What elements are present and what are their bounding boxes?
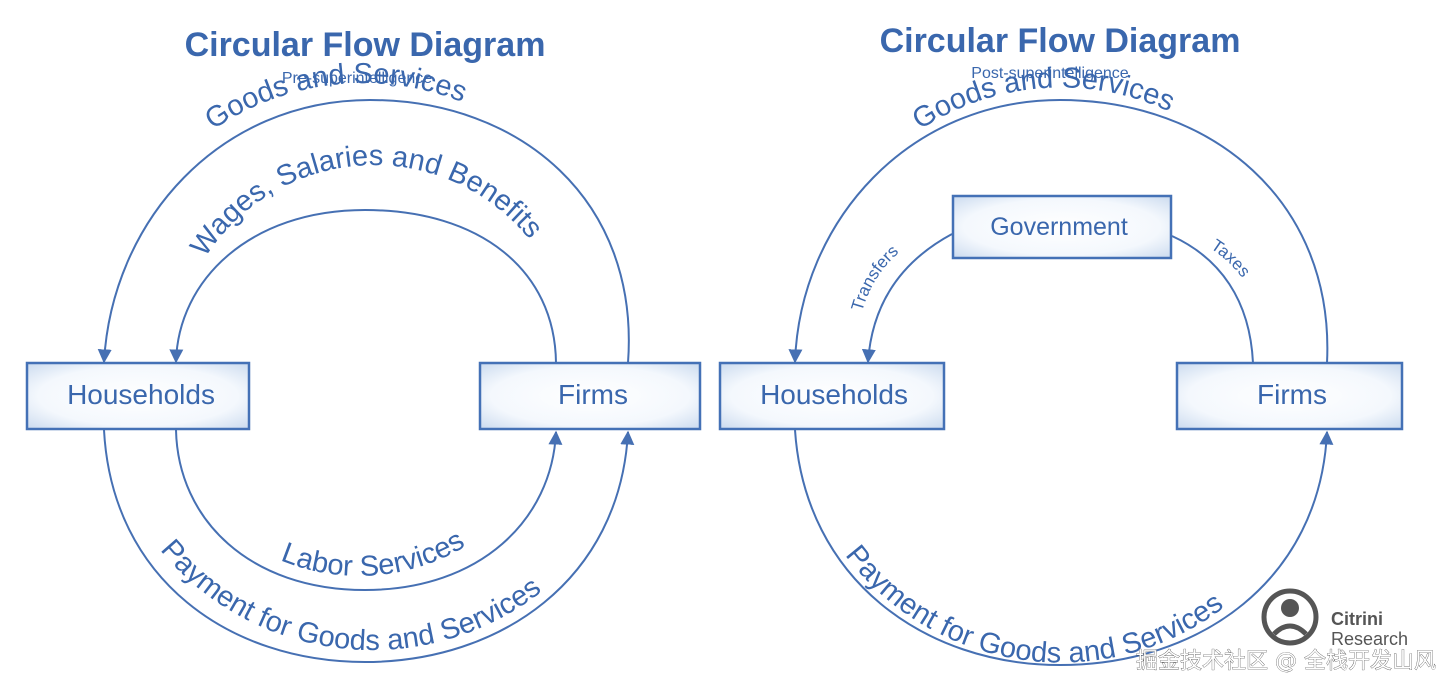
right-transfers-label: Transfers [848, 241, 902, 313]
right-taxes-arc [1171, 235, 1254, 364]
right-taxes-label: Taxes [1208, 236, 1254, 281]
right-government-box: Government [951, 194, 1173, 260]
left-labor-label: Labor Services [277, 524, 469, 583]
right-goods-services-arc [788, 98, 1329, 364]
left-wages-arc [169, 208, 557, 364]
right-firms-box: Firms [1175, 361, 1404, 431]
right-diagram: Circular Flow Diagram Post-superintellig… [718, 22, 1404, 670]
citrini-logo-icon [1261, 588, 1319, 646]
left-firms-label: Firms [558, 379, 628, 410]
right-subtitle: Post-superintelligence [971, 65, 1129, 82]
citrini-logo: Citrini Research [1261, 588, 1408, 649]
citrini-brand-line2: Research [1331, 629, 1408, 649]
left-goods-services-arc [97, 98, 630, 364]
left-diagram: Circular Flow Diagram Pre-superintellige… [25, 26, 702, 664]
right-payment-arc [794, 429, 1334, 667]
left-households-box: Households [25, 361, 251, 431]
community-watermark: 掘金技术社区 @ 全栈开发山风 [1136, 649, 1436, 674]
left-subtitle: Pre-superintelligence [282, 70, 432, 87]
right-households-label: Households [760, 379, 908, 410]
right-households-box: Households [718, 361, 946, 431]
left-title: Circular Flow Diagram [185, 26, 546, 64]
right-transfers-arc [861, 233, 953, 364]
left-households-label: Households [67, 379, 215, 410]
citrini-brand-line1: Citrini [1331, 609, 1383, 629]
left-firms-box: Firms [478, 361, 702, 431]
left-labor-arc [175, 429, 563, 592]
right-title: Circular Flow Diagram [880, 22, 1241, 60]
right-government-label: Government [990, 213, 1128, 241]
right-firms-label: Firms [1257, 379, 1327, 410]
left-payment-arc [103, 429, 635, 664]
left-goods-services-label: Goods and Services [199, 58, 471, 136]
